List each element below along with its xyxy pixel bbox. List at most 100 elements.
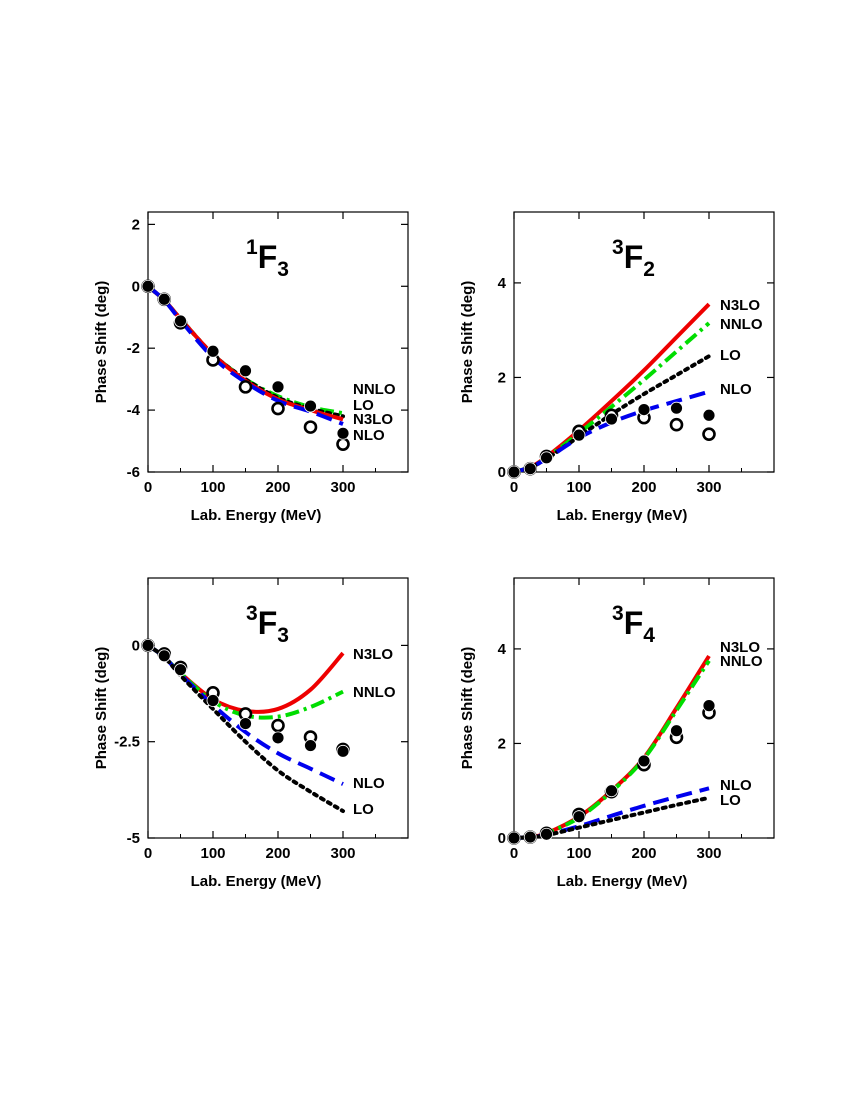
filled-data-point bbox=[523, 462, 537, 476]
data-points bbox=[507, 699, 716, 845]
y-tick-label: -5 bbox=[127, 830, 140, 847]
x-tick-label: 200 bbox=[265, 479, 290, 496]
series-label-nlo: NLO bbox=[353, 775, 385, 792]
x-tick-label: 0 bbox=[144, 845, 152, 862]
data-points bbox=[141, 279, 350, 451]
x-tick-label: 0 bbox=[510, 479, 518, 496]
x-tick-label: 100 bbox=[200, 479, 225, 496]
series-line-n3lo bbox=[146, 643, 345, 714]
panel-title: 3F2 bbox=[612, 236, 655, 281]
series-label-nnlo: NNLO bbox=[720, 653, 763, 670]
panel-title: 1F3 bbox=[246, 236, 289, 281]
filled-data-point bbox=[141, 639, 155, 652]
x-tick-label: 300 bbox=[330, 479, 355, 496]
series-line-n3lo bbox=[146, 284, 344, 422]
series-line-nlo bbox=[513, 786, 710, 840]
open-data-point bbox=[271, 718, 285, 733]
filled-data-point bbox=[637, 754, 651, 768]
open-data-point bbox=[238, 380, 253, 394]
filled-data-point bbox=[336, 744, 350, 758]
x-axis-label: Lab. Energy (MeV) bbox=[557, 873, 688, 890]
y-tick-label: -2.5 bbox=[114, 734, 140, 751]
series-label-lo: LO bbox=[720, 347, 741, 364]
x-tick-label: 0 bbox=[144, 479, 152, 496]
title-main: F bbox=[258, 605, 278, 641]
filled-data-point bbox=[141, 279, 155, 293]
series-label-lo: LO bbox=[720, 792, 741, 809]
y-tick-label: 0 bbox=[498, 830, 506, 847]
filled-data-point bbox=[174, 314, 187, 328]
filled-data-point bbox=[271, 731, 285, 745]
filled-data-point bbox=[206, 344, 220, 358]
filled-data-point bbox=[239, 364, 252, 378]
filled-data-point bbox=[540, 827, 553, 841]
series-label-lo: LO bbox=[353, 397, 374, 414]
data-points bbox=[507, 401, 716, 479]
series-line-nnlo bbox=[146, 284, 344, 416]
y-axis-label: Phase Shift (deg) bbox=[93, 281, 110, 404]
x-tick-label: 0 bbox=[510, 845, 518, 862]
filled-data-point bbox=[572, 810, 586, 824]
filled-data-point bbox=[239, 717, 252, 730]
open-data-point bbox=[669, 417, 684, 432]
title-main: F bbox=[624, 605, 644, 641]
y-tick-label: 0 bbox=[498, 464, 506, 481]
x-tick-label: 300 bbox=[330, 845, 355, 862]
series-line-lo bbox=[146, 643, 345, 814]
title-subscript: 3 bbox=[277, 624, 289, 647]
series-line-n3lo bbox=[513, 302, 711, 474]
series-label-n3lo: N3LO bbox=[353, 411, 393, 428]
panel-title: 3F4 bbox=[612, 602, 655, 647]
series-line-nnlo bbox=[513, 321, 711, 474]
filled-data-point bbox=[637, 403, 651, 417]
y-tick-label: 0 bbox=[132, 278, 140, 295]
x-axis-label: Lab. Energy (MeV) bbox=[191, 507, 322, 524]
filled-data-point bbox=[304, 399, 317, 413]
x-axis-label: Lab. Energy (MeV) bbox=[557, 507, 688, 524]
filled-data-point bbox=[670, 401, 683, 415]
series-label-nlo: NLO bbox=[720, 777, 752, 794]
series-line-nnlo bbox=[513, 659, 711, 840]
filled-data-point bbox=[670, 724, 683, 738]
title-superscript: 3 bbox=[612, 236, 624, 259]
x-tick-label: 100 bbox=[200, 845, 225, 862]
series-label-nlo: NLO bbox=[720, 381, 752, 398]
x-tick-label: 300 bbox=[696, 845, 721, 862]
open-data-point bbox=[336, 437, 350, 451]
series-line-nlo bbox=[513, 389, 710, 474]
plot-frame bbox=[513, 211, 775, 473]
title-superscript: 3 bbox=[612, 602, 624, 625]
series-label-nnlo: NNLO bbox=[720, 316, 763, 333]
filled-data-point bbox=[157, 649, 171, 663]
series-label-lo: LO bbox=[353, 801, 374, 818]
x-tick-label: 200 bbox=[265, 845, 290, 862]
series-label-n3lo: N3LO bbox=[720, 297, 760, 314]
x-axis-label: Lab. Energy (MeV) bbox=[191, 873, 322, 890]
filled-data-point bbox=[702, 699, 716, 713]
filled-data-point bbox=[572, 428, 586, 442]
y-axis-label: Phase Shift (deg) bbox=[93, 647, 110, 770]
series-label-nnlo: NNLO bbox=[353, 381, 396, 398]
open-data-point bbox=[271, 401, 285, 416]
filled-data-point bbox=[523, 830, 537, 844]
x-tick-label: 300 bbox=[696, 479, 721, 496]
filled-data-point bbox=[702, 408, 716, 422]
y-tick-label: 0 bbox=[132, 637, 140, 654]
title-superscript: 1 bbox=[246, 236, 258, 259]
title-subscript: 2 bbox=[643, 258, 655, 281]
title-superscript: 3 bbox=[246, 602, 258, 625]
series-label-n3lo: N3LO bbox=[720, 639, 760, 656]
panel-title: 3F3 bbox=[246, 602, 289, 647]
filled-data-point bbox=[605, 784, 618, 798]
filled-data-point bbox=[540, 451, 553, 465]
y-tick-label: -2 bbox=[127, 340, 140, 357]
y-tick-label: 4 bbox=[498, 641, 507, 658]
open-data-point bbox=[303, 420, 318, 434]
x-tick-label: 200 bbox=[631, 845, 656, 862]
y-tick-label: 2 bbox=[498, 735, 506, 752]
series-line-lo bbox=[146, 284, 345, 419]
